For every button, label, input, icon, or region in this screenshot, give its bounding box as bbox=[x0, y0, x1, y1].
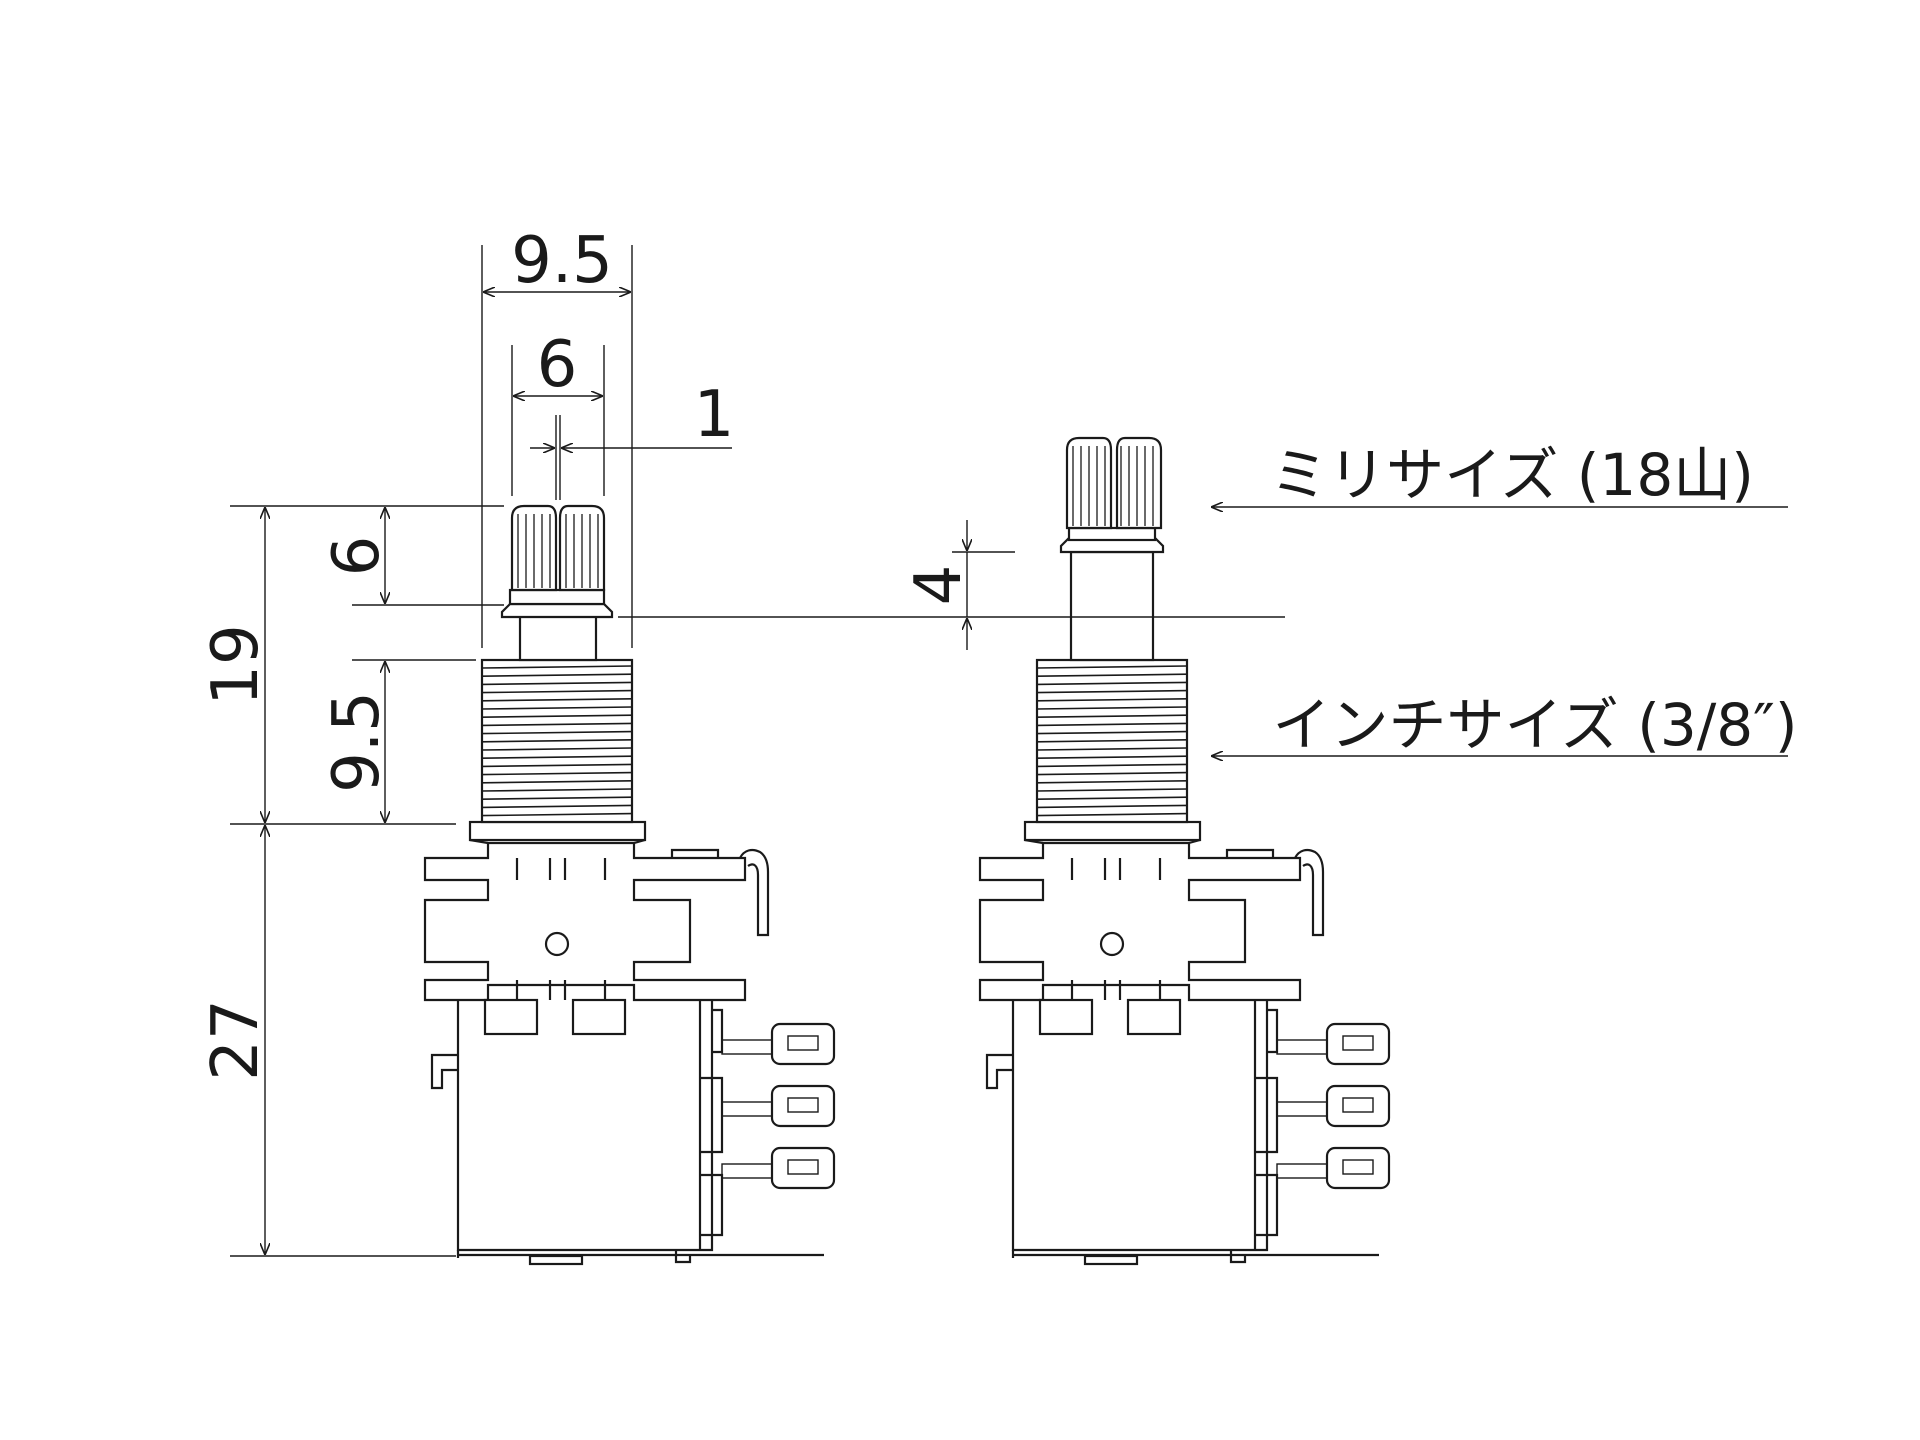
hatch-line bbox=[481, 812, 633, 817]
hatch-line bbox=[481, 730, 633, 735]
hatch-line bbox=[1036, 706, 1188, 710]
hatch-line bbox=[1036, 763, 1188, 768]
hatch-line bbox=[481, 804, 633, 809]
hatch-line bbox=[481, 771, 633, 776]
label-inch-size: インチサイズ (3/8″) bbox=[1273, 691, 1798, 759]
dim-shaft-step: 4 bbox=[902, 565, 976, 606]
hatch-line bbox=[1036, 804, 1188, 809]
hatch-line bbox=[1036, 739, 1188, 743]
hatch-line bbox=[1036, 788, 1188, 792]
knurl-metric bbox=[510, 504, 606, 592]
hatch-line bbox=[1036, 689, 1188, 694]
hatch-line bbox=[1036, 780, 1188, 784]
hatch-line bbox=[1036, 665, 1188, 669]
hatch-line bbox=[1036, 722, 1188, 727]
hatch-line bbox=[1036, 730, 1188, 735]
dim-knurl-height: 6 bbox=[320, 536, 394, 577]
hatch-line bbox=[481, 706, 633, 710]
hatch-line bbox=[1036, 812, 1188, 817]
hatch-line bbox=[1036, 771, 1188, 776]
hatch-line bbox=[1036, 755, 1188, 759]
dim-shaft-total: 19 bbox=[199, 624, 273, 705]
hatch-line bbox=[481, 763, 633, 768]
hatch-line bbox=[1036, 698, 1188, 702]
shaft-inch bbox=[1069, 550, 1155, 662]
hatch-line bbox=[481, 780, 633, 784]
hatch-line bbox=[481, 747, 633, 751]
threaded-bushing-inch bbox=[1035, 658, 1189, 824]
inch-pot-view bbox=[978, 436, 1391, 1266]
dimension-lines bbox=[230, 245, 1788, 1257]
dim-thread-length: 9.5 bbox=[320, 691, 394, 793]
knurl-inch bbox=[1065, 436, 1163, 530]
hatch-line bbox=[481, 739, 633, 743]
hatch-line bbox=[481, 788, 633, 792]
label-metric-size: ミリサイズ (18山) bbox=[1270, 441, 1754, 509]
hatch-line bbox=[1036, 796, 1188, 800]
metric-pot-view bbox=[423, 504, 836, 1266]
hatch-line bbox=[1036, 681, 1188, 686]
hatch-line bbox=[481, 665, 633, 669]
hatch-line bbox=[481, 796, 633, 800]
hatch-line bbox=[481, 755, 633, 759]
hatch-line bbox=[1036, 747, 1188, 751]
hatch-line bbox=[481, 673, 633, 677]
hatch-line bbox=[1036, 714, 1188, 718]
threaded-bushing bbox=[480, 658, 634, 824]
dim-body-height: 27 bbox=[199, 999, 273, 1080]
dim-bushing-width: 9.5 bbox=[511, 224, 613, 298]
shaft bbox=[518, 608, 598, 662]
hatch-line bbox=[1036, 673, 1188, 677]
hatch-line bbox=[481, 681, 633, 686]
hatch-line bbox=[481, 698, 633, 702]
hatch-line bbox=[481, 689, 633, 694]
dim-knurl-width: 6 bbox=[537, 328, 578, 402]
dim-slot-width: 1 bbox=[694, 378, 735, 452]
hatch-line bbox=[481, 722, 633, 727]
hatch-line bbox=[481, 714, 633, 718]
